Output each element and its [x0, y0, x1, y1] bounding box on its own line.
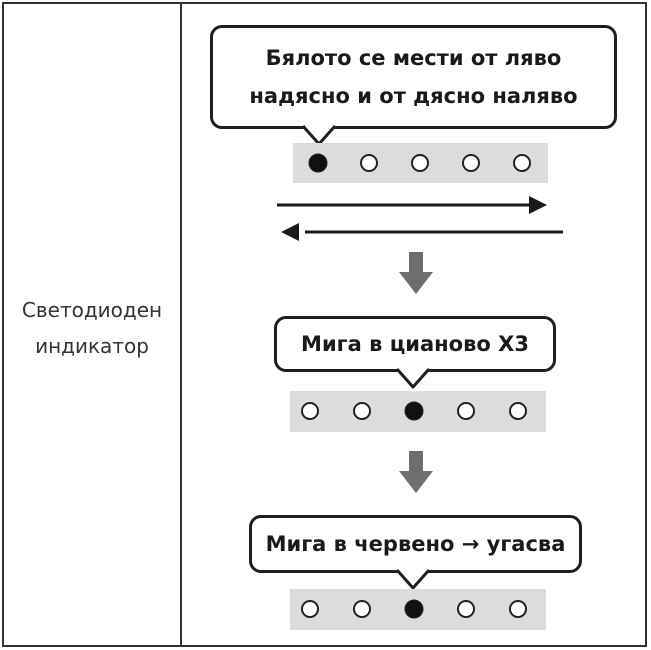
- led-dot-off: [509, 600, 527, 618]
- led-dot-off: [360, 154, 378, 172]
- led-strip-step-2: [290, 391, 546, 432]
- arrow-left-head-icon: [281, 223, 299, 241]
- row-label-line-1: Светодиоден: [21, 298, 163, 322]
- led-strip-step-1-dots: [308, 153, 531, 173]
- led-strip-step-2-dots: [301, 401, 527, 421]
- callout-step-3-pointer: [396, 568, 430, 590]
- led-strip-step-1: [293, 143, 548, 183]
- row-label: Светодиоден индикатор: [6, 292, 178, 364]
- led-dot-off: [513, 154, 531, 172]
- led-dot-off: [353, 402, 371, 420]
- callout-step-2-pointer: [396, 367, 430, 389]
- led-dot-lit: [404, 401, 424, 421]
- callout-step-1: Бялото се мести от ляво надясно и от дяс…: [210, 25, 617, 129]
- led-dot-off: [462, 154, 480, 172]
- led-dot-off: [457, 600, 475, 618]
- led-strip-step-3-dots: [301, 599, 527, 619]
- down-arrow-icon: [399, 252, 433, 294]
- callout-step-3: Мига в червено → угасва: [249, 515, 582, 573]
- led-strip-step-3: [290, 589, 546, 630]
- led-dot-lit: [308, 153, 328, 173]
- left-right-arrows: [277, 196, 563, 241]
- arrow-right-head-icon: [529, 196, 547, 214]
- led-dot-off: [457, 402, 475, 420]
- callout-step-3-text: Мига в червено → угасва: [265, 532, 566, 556]
- callout-step-1-line-1: Бялото се мести от ляво: [265, 46, 562, 70]
- down-arrow-icon: [399, 451, 433, 493]
- led-dot-off: [411, 154, 429, 172]
- callout-step-2: Мига в цианово X3: [274, 316, 556, 372]
- led-dot-lit: [404, 599, 424, 619]
- led-dot-off: [301, 402, 319, 420]
- led-dot-off: [509, 402, 527, 420]
- led-dot-off: [301, 600, 319, 618]
- column-divider: [180, 2, 182, 647]
- row-label-line-2: индикатор: [35, 334, 149, 358]
- led-dot-off: [353, 600, 371, 618]
- callout-step-1-line-2: надясно и от дясно наляво: [249, 84, 578, 108]
- callout-step-2-text: Мига в цианово X3: [301, 332, 529, 356]
